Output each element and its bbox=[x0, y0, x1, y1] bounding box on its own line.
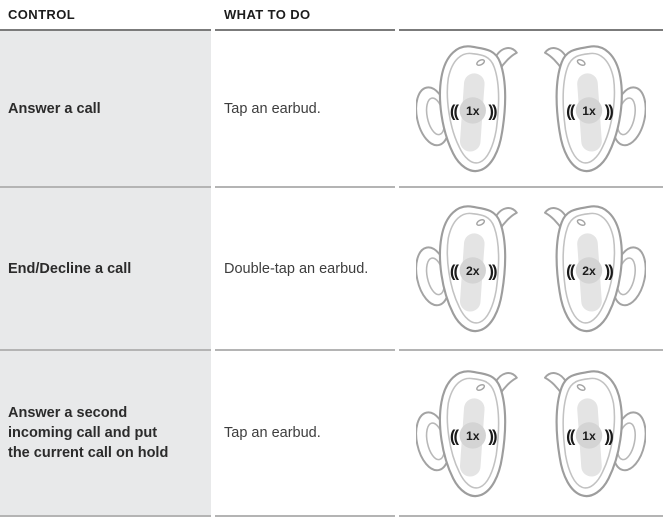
tap-waves-left: (( bbox=[566, 101, 576, 120]
tap-waves-right: )) bbox=[605, 261, 614, 280]
tap-badge bbox=[575, 97, 603, 124]
tap-count-label: 2x bbox=[466, 264, 480, 278]
right-earbud-illustration: (( 1x )) bbox=[544, 369, 646, 497]
earbud-inner-outline bbox=[446, 212, 500, 324]
right-earbud-illustration: (( 2x )) bbox=[544, 205, 646, 333]
vent-icon bbox=[476, 219, 486, 227]
action-text: Tap an earbud. bbox=[224, 425, 321, 441]
tap-waves-left: (( bbox=[450, 261, 460, 280]
column-header-what-to-do-label: WHAT TO DO bbox=[224, 7, 311, 22]
earbud-inner-outline bbox=[562, 377, 616, 489]
control-label: Answer a call bbox=[8, 100, 101, 117]
tap-indicator: (( 2x )) bbox=[450, 257, 499, 284]
action-text: Double-tap an earbud. bbox=[224, 260, 369, 277]
tap-waves-left: (( bbox=[450, 426, 460, 445]
row-answer-second-call-illustration-cell: (( 1x )) (( 1x )) bbox=[399, 351, 663, 517]
tap-waves-left: (( bbox=[450, 101, 460, 120]
tap-indicator: (( 1x )) bbox=[566, 97, 615, 124]
left-earbud-illustration: (( 1x )) bbox=[416, 45, 518, 173]
row-answer-call-illustration-cell: (( 1x )) (( 1x )) bbox=[399, 31, 663, 188]
vent-icon bbox=[576, 59, 586, 67]
action-text: Tap an earbud. bbox=[224, 100, 321, 117]
row-end-decline-action-cell: Double-tap an earbud. bbox=[215, 188, 395, 351]
tap-badge bbox=[459, 421, 487, 449]
earbud-inner-outline bbox=[562, 52, 616, 164]
tap-count-label: 1x bbox=[582, 104, 596, 118]
control-label: End/Decline a call bbox=[8, 260, 132, 277]
tap-badge bbox=[459, 257, 487, 284]
tap-count-label: 2x bbox=[582, 264, 596, 278]
vent-icon bbox=[476, 59, 486, 67]
tap-waves-right: )) bbox=[489, 426, 498, 445]
right-earbud-illustration: (( 1x )) bbox=[544, 45, 646, 173]
earbud-inner-outline bbox=[446, 377, 500, 489]
tap-count-label: 1x bbox=[466, 428, 480, 442]
vent-icon bbox=[476, 383, 486, 391]
column-header-what-to-do: WHAT TO DO bbox=[215, 0, 395, 31]
tap-indicator: (( 1x )) bbox=[450, 97, 499, 124]
row-end-decline-illustration-cell: (( 2x )) (( 2x )) bbox=[399, 188, 663, 351]
tap-indicator: (( 2x )) bbox=[566, 257, 615, 284]
earbud-inner-outline bbox=[446, 52, 500, 164]
row-answer-call-action-cell: Tap an earbud. bbox=[215, 31, 395, 188]
tap-badge bbox=[459, 97, 487, 124]
column-header-control: CONTROL bbox=[0, 0, 211, 31]
tap-badge bbox=[575, 421, 603, 449]
tap-waves-left: (( bbox=[566, 261, 576, 280]
tap-waves-right: )) bbox=[489, 261, 498, 280]
tap-count-label: 1x bbox=[466, 104, 480, 118]
tap-waves-right: )) bbox=[605, 101, 614, 120]
tap-waves-left: (( bbox=[566, 426, 576, 445]
column-header-control-label: CONTROL bbox=[8, 7, 76, 22]
vent-icon bbox=[576, 383, 586, 391]
earbud-inner-outline bbox=[562, 212, 616, 324]
earbud-art bbox=[544, 45, 646, 173]
tap-waves-right: )) bbox=[605, 426, 614, 445]
left-earbud-illustration: (( 2x )) bbox=[416, 205, 518, 333]
control-label: Answer a second incoming call and put th… bbox=[8, 405, 169, 461]
tap-count-label: 1x bbox=[582, 428, 596, 442]
tap-waves-right: )) bbox=[489, 101, 498, 120]
tap-badge bbox=[575, 257, 603, 284]
tap-indicator: (( 1x )) bbox=[566, 421, 615, 449]
left-earbud-illustration: (( 1x )) bbox=[416, 369, 518, 497]
column-header-illustration-spacer bbox=[399, 0, 663, 31]
tap-indicator: (( 1x )) bbox=[450, 421, 499, 449]
row-answer-second-call-control-cell: Answer a second incoming call and put th… bbox=[0, 351, 211, 517]
vent-icon bbox=[576, 219, 586, 227]
row-end-decline-control-cell: End/Decline a call bbox=[0, 188, 211, 351]
row-answer-second-call-action-cell: Tap an earbud. bbox=[215, 351, 395, 517]
row-answer-call-control-cell: Answer a call bbox=[0, 31, 211, 188]
